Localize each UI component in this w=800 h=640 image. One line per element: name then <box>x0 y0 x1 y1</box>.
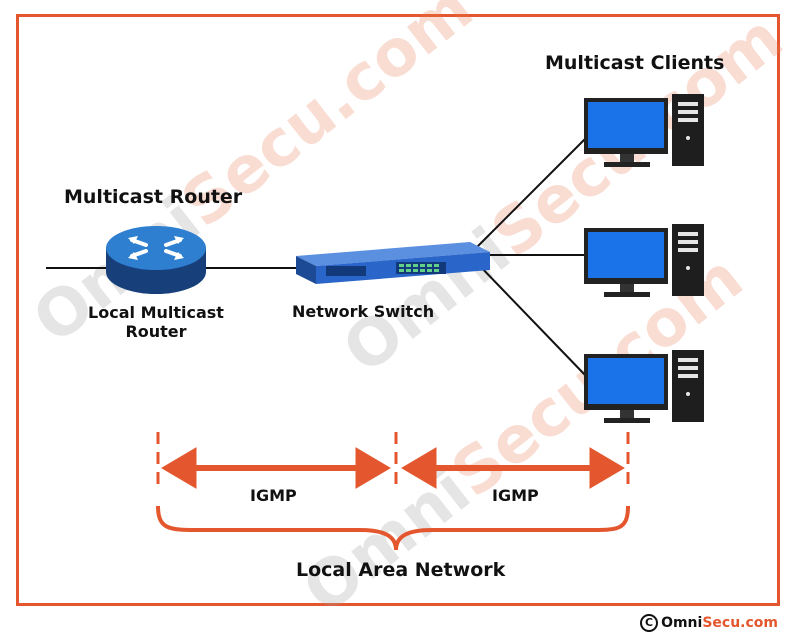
copyright-icon: C <box>640 614 659 632</box>
network-switch-label: Network Switch <box>292 302 435 321</box>
lan-label: Local Area Network <box>296 559 506 581</box>
igmp-arrow-left <box>161 447 391 489</box>
client-computer-icon <box>584 350 704 423</box>
link-switch-client-3 <box>475 261 587 377</box>
local-router-label-line2: Router <box>125 322 187 341</box>
igmp-right-label: IGMP <box>492 486 539 505</box>
client-computer-icon <box>584 94 704 167</box>
local-router-label: Local Multicast Router <box>76 303 236 341</box>
lan-brace <box>156 505 630 551</box>
client-computer-icon <box>584 224 704 297</box>
link-switch-client-1 <box>475 137 587 249</box>
igmp-arrow-right <box>401 447 625 489</box>
multicast-clients-label: Multicast Clients <box>545 52 725 74</box>
multicast-router-label: Multicast Router <box>64 186 243 208</box>
local-router-label-line1: Local Multicast <box>88 303 224 322</box>
igmp-left-label: IGMP <box>250 486 297 505</box>
switch-icon <box>296 242 490 284</box>
router-icon <box>106 226 206 294</box>
diagram-frame <box>16 14 780 606</box>
